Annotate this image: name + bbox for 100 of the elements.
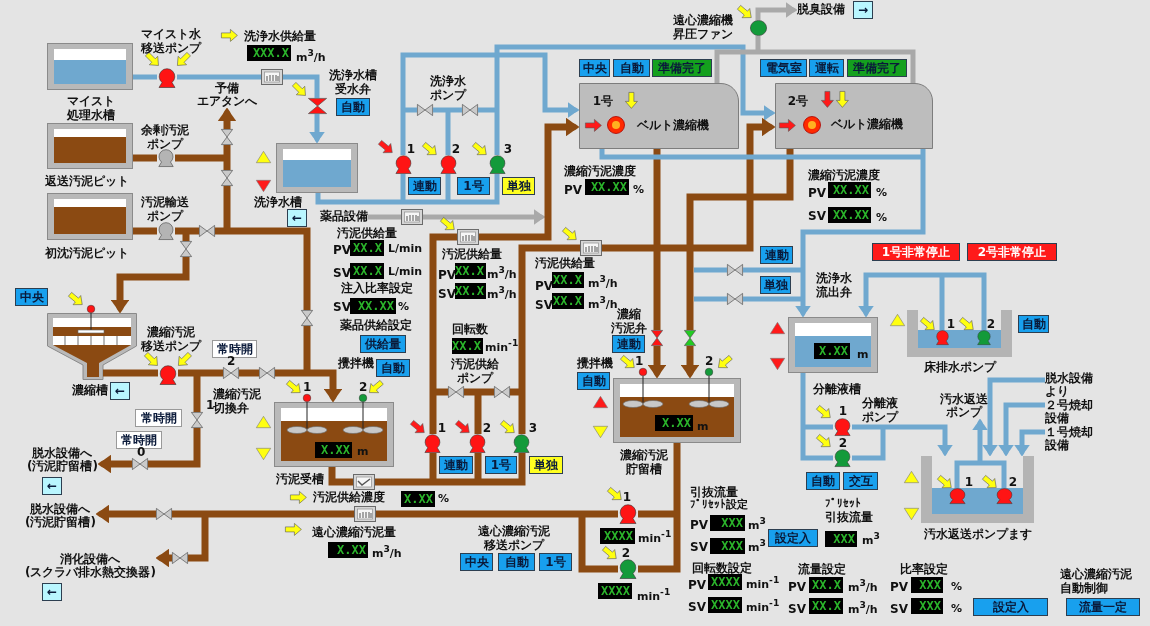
- status-button: 1号: [539, 553, 572, 571]
- unit-label: m: [357, 445, 369, 459]
- text-label: PV: [788, 580, 807, 594]
- valve: [156, 508, 172, 520]
- pipe: [998, 402, 1045, 456]
- text-label: SV: [890, 602, 908, 616]
- status-button: 単独: [529, 456, 563, 474]
- pipe: [800, 270, 806, 299]
- status-button: 1号: [457, 177, 490, 195]
- text-label: 洗浄水流出弁: [816, 271, 852, 299]
- pipe: [852, 427, 886, 461]
- flow-meter: [580, 240, 602, 256]
- valve: [651, 330, 663, 346]
- pipe: [758, 49, 916, 83]
- unit-label: %: [951, 580, 963, 594]
- status-tag: 常時開: [135, 409, 182, 427]
- unit-label: L/min: [388, 265, 423, 279]
- status-button: 単独: [760, 276, 791, 294]
- number-label: 1: [303, 382, 312, 393]
- value-display: XXX: [710, 515, 745, 531]
- pipe: [694, 267, 727, 273]
- value-display: X.XX: [655, 415, 693, 431]
- unit-label: min$^{-1}$: [485, 336, 519, 355]
- pipe: [478, 107, 497, 113]
- pipe: [448, 107, 462, 113]
- text-label: SV: [690, 540, 708, 554]
- pipe: [205, 510, 354, 518]
- text-label: 引抜流量: [825, 510, 873, 524]
- text-label: 回転数: [452, 322, 488, 336]
- belt-thickener: [579, 83, 739, 149]
- pipe: [673, 443, 681, 514]
- status-button: 電気室: [760, 59, 807, 77]
- status-button: 自動: [613, 59, 650, 77]
- unit-label: L/min: [388, 242, 423, 256]
- value-display: XX.X: [455, 263, 486, 279]
- unit-label: m: [697, 420, 709, 434]
- value-display: XXXX: [600, 528, 635, 544]
- destination-label: 脱水設備へ(汚泥貯留槽): [25, 503, 96, 529]
- pipe: [433, 107, 448, 113]
- pipe: [743, 267, 803, 273]
- flow-meter: [354, 506, 376, 522]
- value-display: X.XX: [401, 491, 435, 507]
- pipe: [227, 227, 311, 310]
- pipe: [223, 145, 231, 158]
- tank-label: 濃縮槽: [72, 383, 108, 397]
- pump-number: 2: [621, 547, 631, 559]
- pipe: [478, 453, 526, 486]
- valve: [199, 225, 215, 237]
- value-display: XXXX: [598, 583, 632, 599]
- status-button: 自動: [806, 472, 840, 490]
- status-button: 自動: [376, 359, 410, 377]
- text-label: 攪拌機: [577, 356, 613, 370]
- status-button: 連動: [408, 177, 441, 195]
- pipe: [647, 346, 667, 378]
- pump-number: 1: [406, 143, 416, 155]
- tank-label: 濃縮汚泥貯留槽: [620, 448, 668, 476]
- valve: [191, 412, 203, 428]
- pump-number: 1: [964, 476, 974, 488]
- pipe: [638, 510, 677, 518]
- unit-number: 2号: [787, 94, 809, 108]
- value-display: XXX: [911, 577, 943, 593]
- pipe: [448, 174, 500, 205]
- pipe: [680, 346, 700, 378]
- valve: [301, 310, 313, 326]
- pump-number: 1: [622, 491, 632, 503]
- text-label: 汚泥供給ポンプ: [451, 357, 499, 385]
- unit-number: 1号: [592, 94, 614, 108]
- text-label: 流量設定: [798, 562, 846, 576]
- unit-label: %: [398, 300, 410, 314]
- valve: [180, 241, 192, 257]
- pipe: [714, 49, 758, 83]
- pipe: [803, 424, 833, 430]
- pipe: [686, 149, 794, 330]
- flow-meter: [261, 69, 283, 85]
- pipe: [95, 504, 156, 524]
- text-label: PV: [808, 186, 827, 200]
- value-display: X.XX: [814, 343, 850, 359]
- valve: [494, 386, 510, 398]
- pump-label: 余剰汚泥ポンプ: [141, 123, 189, 151]
- tank-label: 汚泥受槽: [276, 472, 324, 486]
- destination-label: ２号焼却設備: [1045, 399, 1093, 425]
- pipe: [133, 227, 157, 235]
- unit-label: min$^{-1}$: [637, 585, 671, 604]
- pipe: [309, 114, 325, 143]
- unit-label: m$^{3}$/h: [487, 263, 517, 282]
- pipe: [653, 149, 661, 330]
- pipe: [429, 233, 457, 392]
- arrow-button: ←: [287, 209, 307, 227]
- arrow-button: ←: [110, 382, 130, 400]
- machine-label: ベルト濃縮機: [831, 117, 903, 131]
- unit-label: m$^{3}$/h: [372, 542, 402, 561]
- value-display: XXX.X: [247, 45, 291, 61]
- arrow-button: →: [853, 1, 873, 19]
- pipe: [175, 227, 186, 235]
- pump-group-label: 汚水返送ポンプ: [940, 393, 988, 419]
- text-label: 薬品供給設定: [340, 318, 412, 332]
- pipe: [223, 186, 231, 231]
- text-label: 遠心濃縮汚泥移送ポンプ: [478, 524, 550, 552]
- pipe: [215, 227, 227, 235]
- pit-label: 汚水返送ポンプます: [924, 527, 1032, 541]
